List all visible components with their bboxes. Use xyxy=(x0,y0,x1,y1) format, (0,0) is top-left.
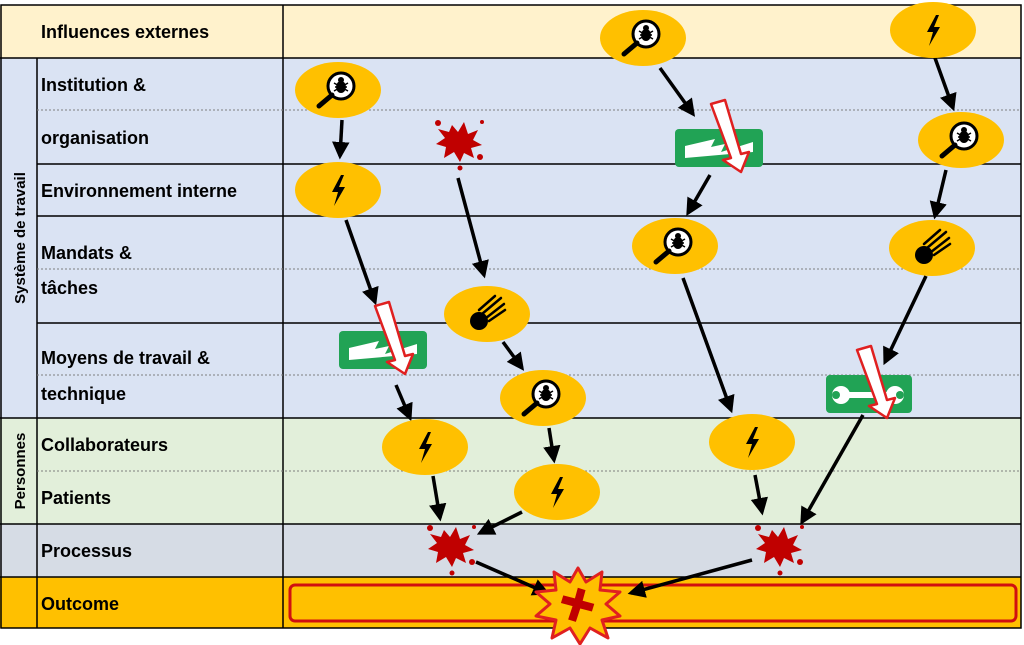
lightning-icon xyxy=(295,162,381,218)
bug-magnifier-icon xyxy=(632,218,718,274)
row-label-moyens-1: Moyens de travail & xyxy=(41,348,210,368)
row-label-processus: Processus xyxy=(41,541,132,561)
arrow xyxy=(681,277,735,414)
lightning-icon xyxy=(514,464,600,520)
group-label-personnes: Personnes xyxy=(12,433,29,510)
row-bg-process xyxy=(0,524,1021,577)
row-label-collaborateurs: Collaborateurs xyxy=(41,435,168,455)
bug-magnifier-icon xyxy=(500,370,586,426)
arrow xyxy=(475,560,551,596)
row-label-mandats-1: Mandats & xyxy=(41,243,132,263)
lightning-icon xyxy=(890,2,976,58)
arrow xyxy=(686,174,712,217)
row-label-institution-1: Institution & xyxy=(41,75,146,95)
row-label-environnement: Environnement interne xyxy=(41,181,237,201)
row-label-outcome: Outcome xyxy=(41,594,119,614)
arrow xyxy=(883,275,928,366)
arrow xyxy=(332,119,350,160)
arrow xyxy=(543,427,561,464)
arrow xyxy=(456,177,489,279)
arrow xyxy=(501,340,525,371)
arrow xyxy=(658,66,696,117)
row-label-mandats-2: tâches xyxy=(41,278,98,298)
arrow xyxy=(394,384,413,422)
lightning-icon xyxy=(382,419,468,475)
row-bg-external xyxy=(0,5,1021,58)
arrow xyxy=(750,474,768,516)
row-label-influences: Influences externes xyxy=(41,22,209,42)
lightning-icon xyxy=(709,414,795,470)
row-label-institution-2: organisation xyxy=(41,128,149,148)
arrow xyxy=(429,475,447,522)
arrow xyxy=(929,169,948,220)
arrow xyxy=(800,414,865,526)
bug-magnifier-icon xyxy=(600,10,686,66)
row-label-patients: Patients xyxy=(41,488,111,508)
group-label-systeme: Système de travail xyxy=(12,172,29,304)
bug-magnifier-icon xyxy=(918,112,1004,168)
explosion-icon xyxy=(534,566,622,645)
arrow xyxy=(476,510,523,535)
meteor-icon xyxy=(887,218,977,278)
arrow xyxy=(933,57,957,112)
outcome-bar xyxy=(288,583,1018,623)
arrow xyxy=(627,558,753,598)
meteor-icon xyxy=(442,284,532,344)
bug-magnifier-icon xyxy=(295,62,381,118)
arrow xyxy=(344,219,379,306)
row-label-moyens-2: technique xyxy=(41,384,126,404)
causal-arrows xyxy=(332,57,957,598)
